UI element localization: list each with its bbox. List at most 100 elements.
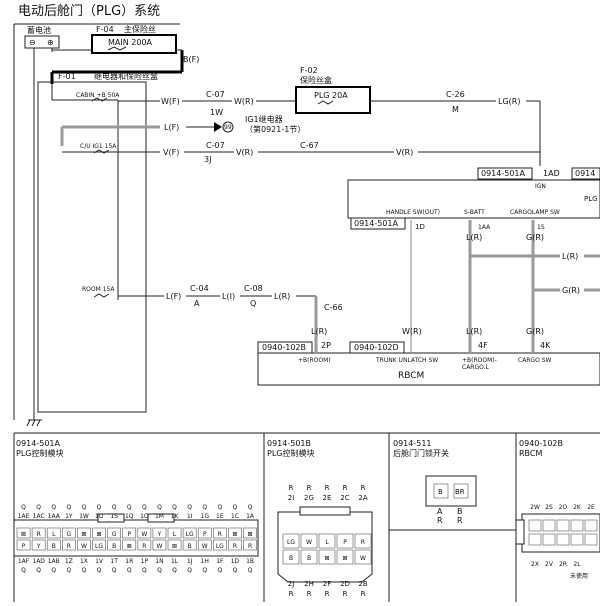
pin-label-top: 2W [530, 504, 540, 511]
fuse-cabin-icon [91, 97, 108, 102]
conn-102b-code: 0940-102B [519, 439, 563, 448]
pin-label-bottom: 1V [95, 558, 104, 565]
pin-color: P [22, 543, 26, 550]
pin-color: L [325, 539, 329, 546]
wire-vr1: V(R) [236, 148, 253, 157]
fuse-main-code: F-04 [96, 25, 114, 34]
fuse-room-label: ROOM 15A [82, 286, 115, 293]
plg-wire-lr-right: L(R) [562, 252, 578, 261]
pin-label-top: 1U [95, 513, 103, 520]
pin-cell [167, 527, 182, 539]
plg-cargo-lamp: CARGOLAMP SW [510, 209, 560, 216]
pin-color: ⊠ [248, 531, 253, 538]
connector-501a-face: Q1AEQ1ACQ1AAQ1YQ1WQ1UQ1SQ1QQ1OQ1MQ1KQ1IQ… [13, 504, 259, 574]
pin-label-top: 2I [288, 494, 295, 502]
pin-letter-q: Q [172, 504, 177, 511]
pin-letter-q: Q [248, 504, 253, 511]
rbcm-term-broom2: +B(ROOM)- [462, 357, 497, 364]
pin-letter-q: Q [157, 504, 162, 511]
pin-letter-q: Q [82, 567, 87, 574]
plg-pin-1aa: 1AA [478, 224, 491, 231]
pin-color: G [112, 531, 117, 538]
pin-2p: 2P [321, 341, 331, 350]
fuse-plg-box [295, 86, 371, 114]
pin-color: B [52, 543, 56, 550]
pin-letter-q: Q [142, 504, 147, 511]
plg-sbatt: S-BATT [464, 209, 485, 216]
c102b-note: 未使用 [570, 572, 588, 580]
pin-cell [16, 539, 31, 551]
pin-cell [213, 539, 227, 551]
c511-letter-b: B [457, 507, 463, 516]
pin-letter-q: Q [248, 567, 253, 574]
pin-color: B [289, 555, 293, 562]
pin-cell [282, 549, 300, 565]
pin-label-top: 1S [110, 513, 118, 520]
pin-cell [122, 527, 137, 539]
wire-wr: W(R) [234, 97, 254, 106]
pin-color: ⊠ [81, 531, 86, 538]
pin-label-top: 1M [155, 513, 164, 520]
fuse-box-code: F-01 [58, 72, 76, 81]
pin-cell [182, 539, 197, 551]
relay-arrow-icon [214, 122, 222, 132]
pin-color: R [361, 539, 365, 546]
pin-color: R [37, 531, 41, 538]
pin-cell [318, 533, 336, 549]
connector-c08-pin: Q [250, 299, 256, 308]
pin-label-bottom: 1F [216, 558, 224, 565]
pin-letter-q: Q [112, 504, 117, 511]
wire-lg: LG(R) [498, 97, 520, 106]
pin-letter: R [325, 590, 330, 598]
pin-label-bottom: 2R [559, 561, 567, 568]
pin-label-bottom: 1B [246, 558, 254, 565]
plg-wire-gr-right: G(R) [562, 286, 580, 295]
wire-lf: L(F) [164, 123, 179, 132]
rbcm-term-broom: +B(ROOM) [298, 357, 331, 364]
pin-color: Y [157, 531, 162, 538]
pin-letter: R [343, 484, 348, 492]
rbcm-wire-gr: G(R) [526, 327, 544, 336]
connector-c04: C-04 [190, 284, 209, 293]
pin-cell [300, 533, 318, 549]
pin-cell [61, 527, 76, 539]
pin-letter-q: Q [21, 504, 26, 511]
pin-color: ⊠ [324, 555, 329, 562]
pin-color: L [52, 531, 56, 538]
pin-letter-q: Q [51, 567, 56, 574]
pin-cell [584, 533, 598, 546]
pin-letter-q: Q [82, 504, 87, 511]
plg-wire-lr: L(R) [466, 233, 482, 242]
pin-label-bottom: 1P [141, 558, 149, 565]
pin-label-bottom: 1AF [18, 558, 30, 565]
page-title: 电动后舱门（PLG）系统 [18, 4, 160, 19]
pin-color: W [156, 543, 162, 550]
pin-color: B [307, 555, 311, 562]
connector-c07b: C-07 [206, 141, 225, 150]
fuse-plg-icon [317, 100, 334, 105]
wire-wf: W(F) [161, 97, 180, 106]
pin-label-top: 1I [187, 513, 193, 520]
fuse-box2-name: 保险丝盒 [300, 75, 332, 85]
pin-color: P [343, 539, 347, 546]
conn-511-name: 后舱门门锁开关 [393, 448, 449, 458]
pin-letter: R [343, 590, 348, 598]
conn-102b-name: RBCM [519, 449, 542, 458]
plg-conn-left: 0914-501A [354, 219, 399, 228]
pin-color: ⊠ [97, 531, 102, 538]
pin-label-bottom: 1T [110, 558, 118, 565]
connector-c07a-pin: 1W [210, 108, 223, 117]
pin-color: W [306, 539, 312, 546]
pin-letter: R [289, 590, 294, 598]
fuse-main-rating: MAIN 200A [108, 38, 153, 47]
plg-wire-gr: G(R) [526, 233, 544, 242]
pin-color: ⊠ [172, 543, 177, 550]
pin-cell [556, 519, 570, 532]
pin-label-bottom: 2H [304, 580, 314, 588]
pin-label-bottom: 1D [231, 558, 240, 565]
pin-cell [354, 549, 372, 565]
fuse-plg-rating: PLG 20A [314, 91, 348, 100]
pin-letter: R [307, 590, 312, 598]
